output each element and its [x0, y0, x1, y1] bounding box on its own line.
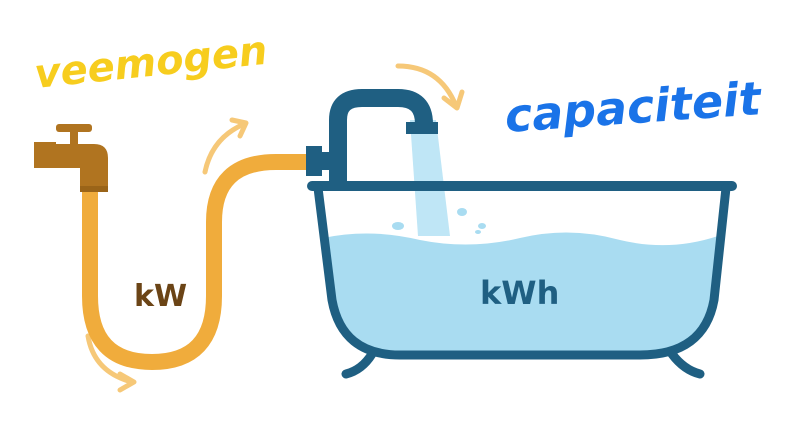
water-stream [410, 120, 450, 236]
flow-arrow-mid-icon [202, 117, 249, 175]
tap-icon [34, 124, 108, 192]
hose-connector [306, 146, 322, 176]
tub-label: kWh [480, 274, 559, 312]
tub-body [313, 183, 731, 360]
water-splash [392, 208, 486, 234]
tub-leg-left [341, 349, 377, 379]
capacity-annotation: capaciteit [503, 71, 764, 143]
tub-water [323, 232, 718, 352]
flow-arrow-bottom-icon [85, 333, 137, 393]
flow-arrows [85, 63, 465, 393]
tub-faucet [306, 89, 438, 184]
hose [82, 154, 306, 370]
hose-label: kW [134, 279, 187, 314]
tub-leg-right [667, 349, 705, 379]
power-annotation: veemogen [32, 28, 269, 98]
bathtub [307, 181, 737, 379]
flow-arrow-top-icon [395, 63, 465, 111]
